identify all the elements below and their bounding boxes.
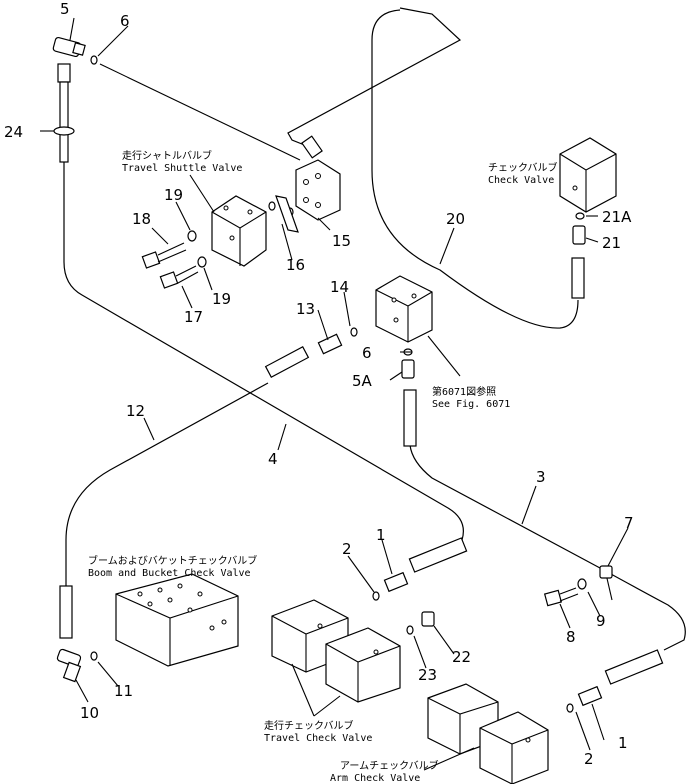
- hose-end-4-bottom: [408, 537, 468, 573]
- washer-19-lower: [197, 256, 207, 268]
- caption-travel-shuttle-en: Travel Shuttle Valve: [122, 163, 242, 174]
- bolt-8: [543, 587, 579, 607]
- elbow-fitting-5: [52, 36, 86, 58]
- callout-15: 15: [332, 232, 351, 250]
- caption-travel-shuttle-jp: 走行シャトルバルブ: [122, 149, 212, 162]
- callout-23: 23: [418, 666, 437, 684]
- plug-22: [421, 611, 435, 627]
- elbow-fitting-10: [56, 648, 82, 683]
- callout-16: 16: [286, 256, 305, 274]
- callout-2-bottom: 2: [584, 750, 594, 768]
- callout-1-mid: 1: [376, 526, 386, 544]
- hose-3: [409, 444, 686, 651]
- caption-arm-check-en: Arm Check Valve: [330, 773, 420, 784]
- hose-12: [65, 382, 269, 588]
- caption-arm-check-jp: アームチェックバルブ: [340, 759, 439, 772]
- bolt-17: [159, 265, 199, 289]
- caption-see-fig-en: See Fig. 6071: [432, 399, 510, 410]
- hose-top: [287, 7, 462, 149]
- travel-shuttle-valve: [211, 195, 267, 267]
- fitting-21: [572, 225, 586, 245]
- hose-end-12-top: [264, 346, 310, 378]
- callout-10: 10: [80, 704, 99, 722]
- tee-fitting-7: [599, 565, 613, 579]
- o-ring-23: [406, 625, 414, 635]
- fitting-1-mid: [383, 571, 409, 593]
- washer-9: [577, 578, 587, 590]
- washer-19-upper: [187, 230, 197, 242]
- travel-shuttle-valve-body-15: [295, 135, 341, 221]
- callout-5a: 5A: [352, 372, 373, 390]
- callout-3: 3: [536, 468, 546, 486]
- hose-end-3-top: [403, 389, 417, 447]
- callout-13: 13: [296, 300, 315, 318]
- callout-7: 7: [624, 514, 634, 532]
- callout-9: 9: [596, 612, 606, 630]
- callout-numbers: 5 6 24 19 18 19 17 15 16 20 21A 21 14 13…: [4, 0, 634, 768]
- caption-travel-check-jp: 走行チェックバルブ: [264, 719, 354, 732]
- caption-see-fig-jp: 第6071図参照: [432, 385, 496, 398]
- callout-19-upper: 19: [164, 186, 183, 204]
- callout-22: 22: [452, 648, 471, 666]
- caption-check-valve-en: Check Valve: [488, 175, 554, 186]
- check-valve-top: [559, 137, 617, 213]
- leader-line-6-15: [99, 63, 301, 161]
- fitting-1-bottom: [577, 685, 603, 707]
- hose-end-3-bottom: [604, 649, 664, 685]
- check-valve-6071: [375, 275, 433, 343]
- callout-21a: 21A: [602, 208, 632, 226]
- o-ring-21a: [575, 212, 585, 220]
- callout-17: 17: [184, 308, 203, 326]
- callout-21: 21: [602, 234, 621, 252]
- callout-2-mid: 2: [342, 540, 352, 558]
- callout-4: 4: [268, 450, 278, 468]
- fitting-5a: [401, 359, 415, 379]
- leader-lines: [40, 17, 629, 771]
- hose-end-12-bottom: [59, 585, 73, 639]
- callout-8: 8: [566, 628, 576, 646]
- o-ring-2-mid: [372, 591, 380, 601]
- caption-check-valve-jp: チェックバルブ: [488, 161, 558, 174]
- o-ring-6-top: [90, 55, 98, 65]
- tube-24: [53, 63, 75, 163]
- hose-20: [371, 9, 579, 329]
- o-ring-14: [350, 327, 358, 337]
- arm-check-valve-right: [479, 711, 549, 784]
- callout-6-mid: 6: [362, 344, 372, 362]
- callout-20: 20: [446, 210, 465, 228]
- o-ring-11: [90, 651, 98, 661]
- bolt-18: [141, 242, 187, 269]
- callout-14: 14: [330, 278, 349, 296]
- callout-6-top: 6: [120, 12, 130, 30]
- caption-boom-bucket-jp: ブームおよびバケットチェックバルブ: [88, 554, 257, 567]
- boom-bucket-check-valve: [115, 573, 239, 667]
- callout-18: 18: [132, 210, 151, 228]
- fitting-13: [317, 333, 343, 355]
- callout-12: 12: [126, 402, 145, 420]
- caption-boom-bucket-en: Boom and Bucket Check Valve: [88, 568, 251, 579]
- callout-11: 11: [114, 682, 133, 700]
- callout-24: 24: [4, 123, 23, 141]
- captions: 走行シャトルバルブ Travel Shuttle Valve チェックバルブ C…: [88, 149, 558, 784]
- caption-travel-check-en: Travel Check Valve: [264, 733, 372, 744]
- o-rings-16: [268, 195, 299, 233]
- callout-19-lower: 19: [212, 290, 231, 308]
- callout-1-bottom: 1: [618, 734, 628, 752]
- o-ring-2-bottom: [566, 703, 574, 713]
- travel-check-valve-right: [325, 627, 401, 703]
- hose-end-20: [571, 257, 585, 299]
- callout-5: 5: [60, 0, 70, 18]
- hose-4: [63, 160, 464, 549]
